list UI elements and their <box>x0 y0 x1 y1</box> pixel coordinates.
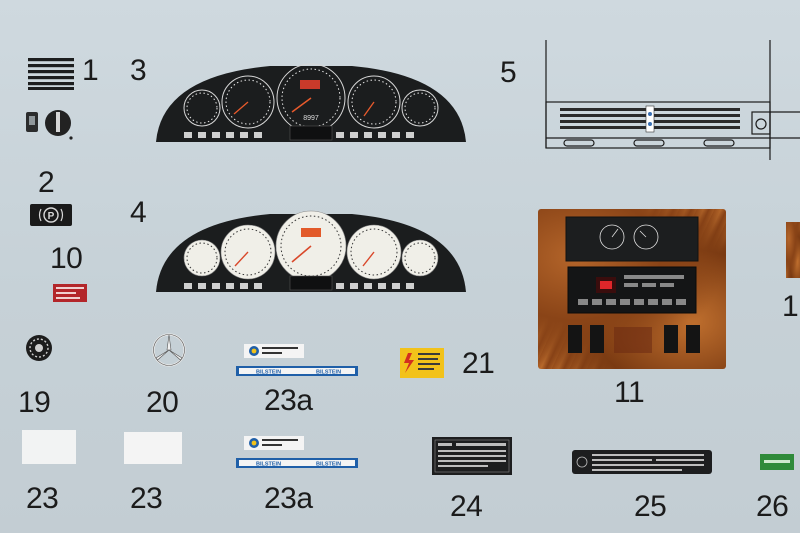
decal-23a-shock-label-top: BILSTEIN BILSTEIN <box>236 344 358 376</box>
number-24: 24 <box>450 490 483 523</box>
decal-19-round-emblem <box>25 334 53 362</box>
bilstein-text-right: BILSTEIN <box>316 462 341 468</box>
decal-4-instrument-cluster-white <box>150 206 472 298</box>
bilstein-text-left: BILSTEIN <box>256 462 281 468</box>
svg-text:8997: 8997 <box>303 115 319 122</box>
decal-5-console-outline <box>540 40 800 162</box>
decal-24-id-plate <box>432 437 512 475</box>
number-5: 5 <box>500 56 517 89</box>
number-2: 2 <box>38 166 55 199</box>
number-23-left: 23 <box>26 482 59 515</box>
decal-3-instrument-cluster-black: 8997 <box>150 58 472 148</box>
decal-25-type-plate <box>572 450 712 474</box>
decal-23-white-plate-left <box>22 430 76 464</box>
decal-20-star-emblem <box>151 332 187 368</box>
svg-text:P: P <box>48 211 55 222</box>
number-10: 10 <box>50 242 83 275</box>
decal-23-white-plate-right <box>124 432 182 464</box>
number-20: 20 <box>146 386 179 419</box>
number-partial-1: 1 <box>782 290 799 323</box>
number-21: 21 <box>462 347 495 380</box>
number-23-right: 23 <box>130 482 163 515</box>
number-26: 26 <box>756 490 789 523</box>
bilstein-text-right: BILSTEIN <box>316 370 341 376</box>
number-19: 19 <box>18 386 51 419</box>
number-23a-bottom: 23a <box>264 482 313 515</box>
number-4: 4 <box>130 196 147 229</box>
bilstein-text-left: BILSTEIN <box>256 370 281 376</box>
decal-21-warning-label <box>400 348 444 378</box>
number-1: 1 <box>82 54 99 87</box>
decal-23a-shock-label-bottom: BILSTEIN BILSTEIN <box>236 436 358 468</box>
decal-26-green-tag <box>760 454 794 470</box>
decal-1-vent-grille <box>28 58 74 90</box>
decal-10-red-plate <box>53 284 87 302</box>
number-3: 3 <box>130 54 147 87</box>
decal-2-parking-brake: P <box>30 204 72 226</box>
number-25: 25 <box>634 490 667 523</box>
decal-partial-wood-piece <box>786 222 800 278</box>
decal-1-light-switch <box>26 108 76 142</box>
number-23a-top: 23a <box>264 384 313 417</box>
decal-11-wood-console <box>538 209 726 369</box>
number-11: 11 <box>614 376 645 409</box>
